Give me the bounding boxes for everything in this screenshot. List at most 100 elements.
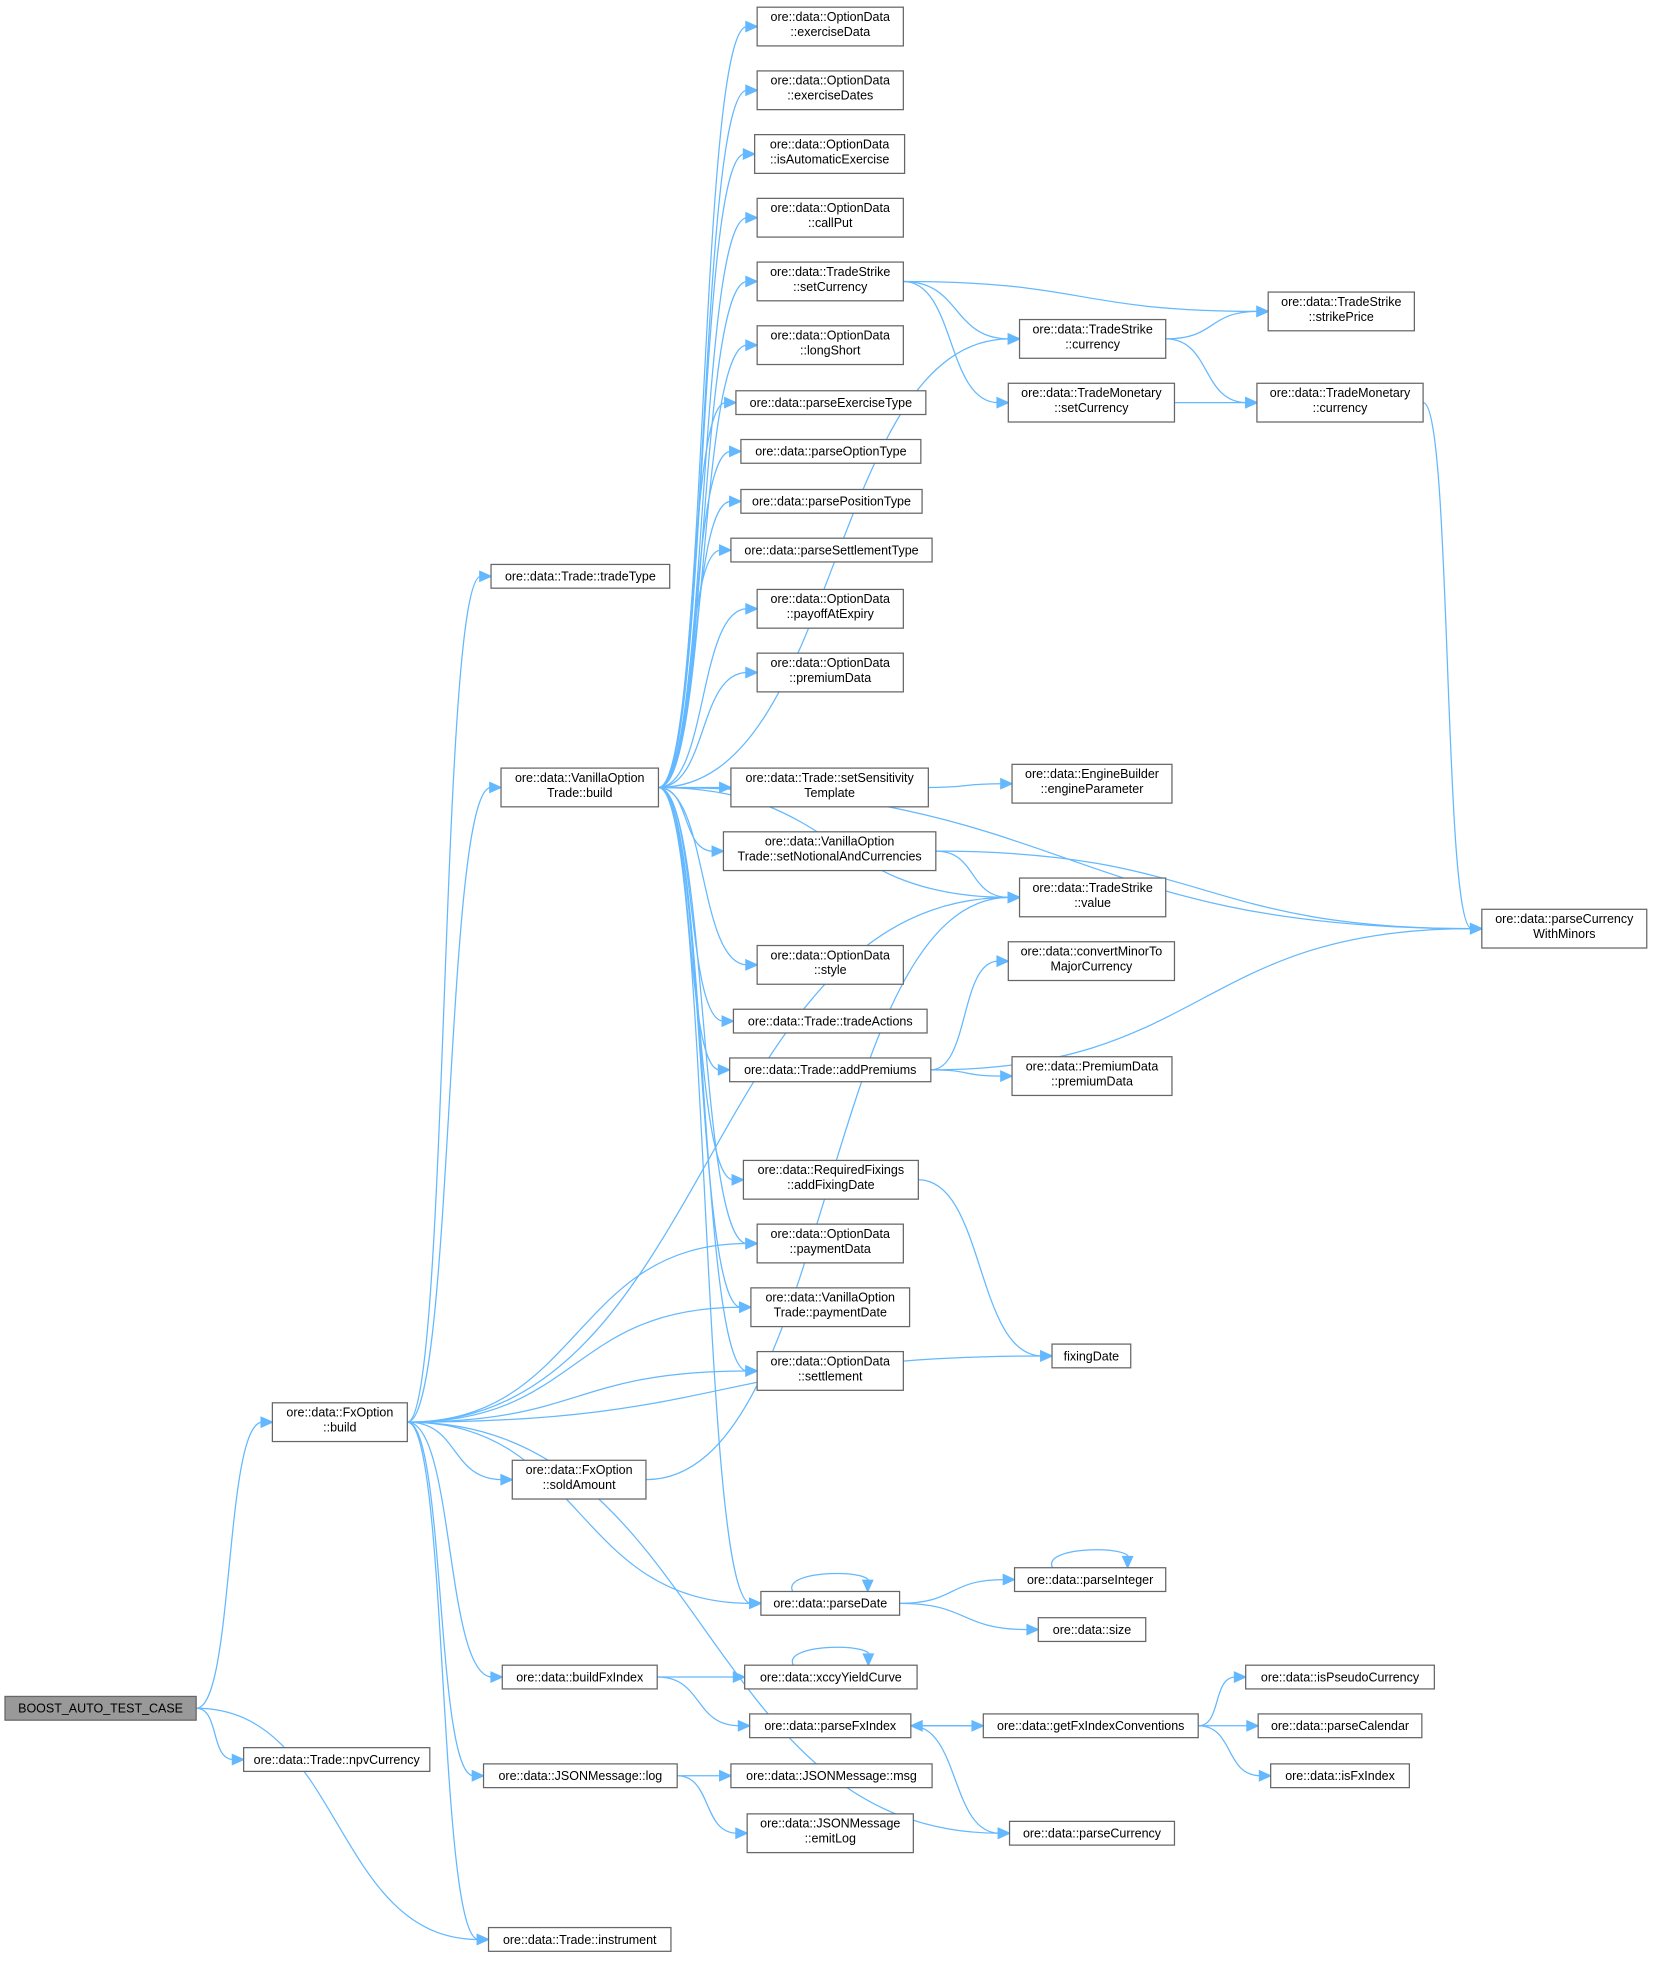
node-paymentDate[interactable]: ore::data::VanillaOptionTrade::paymentDa… (750, 1287, 911, 1328)
node-box (1037, 1617, 1147, 1643)
node-root[interactable]: BOOST_AUTO_TEST_CASE (4, 1695, 197, 1721)
node-parseSettlementType[interactable]: ore::data::parseSettlementType (730, 537, 933, 563)
node-jsonMsg[interactable]: ore::data::JSONMessage::msg (730, 1763, 933, 1789)
arrowhead-icon (479, 570, 493, 583)
arrowhead-icon (1007, 332, 1022, 345)
node-callPut[interactable]: ore::data::OptionData::callPut (756, 197, 904, 238)
node-box (750, 1287, 911, 1328)
node-label: ore::data::Trade::tradeType (505, 570, 656, 584)
call-edge (658, 25, 748, 789)
node-parseFxIndex[interactable]: ore::data::parseFxIndex (749, 1713, 912, 1739)
node-tsSetCurrency[interactable]: ore::data::TradeStrike::setCurrency (756, 261, 904, 302)
call-edge (658, 217, 748, 789)
node-label: ::premiumData (789, 671, 871, 685)
call-edge (407, 1421, 474, 1777)
node-exerciseData[interactable]: ore::data::OptionData::exerciseData (756, 6, 904, 47)
node-box (243, 1747, 431, 1773)
node-tmSetCurrency[interactable]: ore::data::TradeMonetary::setCurrency (1007, 382, 1176, 423)
node-settlement[interactable]: ore::data::OptionData::settlement (756, 1350, 904, 1391)
node-label: ::addFixingDate (787, 1178, 874, 1192)
call-edge (791, 1646, 870, 1666)
node-emitLog[interactable]: ore::data::JSONMessage::emitLog (746, 1813, 914, 1854)
node-box (482, 1763, 678, 1789)
call-edge (658, 450, 732, 789)
node-style[interactable]: ore::data::OptionData::style (756, 944, 904, 985)
node-label: ore::data::OptionData (771, 10, 890, 24)
node-buildFxIndex[interactable]: ore::data::buildFxIndex (501, 1664, 658, 1690)
node-box (1007, 941, 1176, 982)
node-label: ore::data::VanillaOption (515, 771, 645, 785)
node-npvCurrency[interactable]: ore::data::Trade::npvCurrency (243, 1747, 431, 1773)
node-tsValue[interactable]: ore::data::TradeStrike::value (1018, 877, 1167, 918)
call-edge (196, 1707, 234, 1761)
node-box (756, 588, 904, 629)
arrowhead-icon (500, 1473, 514, 1486)
node-engineParameter[interactable]: ore::data::EngineBuilder::engineParamete… (1011, 763, 1173, 804)
arrowhead-icon (471, 1769, 486, 1782)
node-tmCurrency[interactable]: ore::data::TradeMonetary::currency (1256, 382, 1424, 423)
node-tsCurrency[interactable]: ore::data::TradeStrike::currency (1018, 318, 1167, 359)
call-edge (658, 786, 752, 1604)
node-longShort[interactable]: ore::data::OptionData::longShort (756, 325, 904, 366)
node-setNotional[interactable]: ore::data::VanillaOptionTrade::setNotion… (722, 831, 937, 872)
node-parseDate[interactable]: ore::data::parseDate (760, 1590, 901, 1616)
node-label: ore::data::Trade::addPremiums (744, 1063, 916, 1077)
node-label: ::longShort (800, 344, 861, 358)
node-label: ::isAutomaticExercise (770, 152, 889, 166)
node-label: ::paymentData (790, 1242, 871, 1256)
node-label: ore::data::parsePositionType (752, 495, 911, 509)
node-box (511, 1459, 647, 1500)
node-pdPremiumData[interactable]: ore::data::PremiumData::premiumData (1011, 1056, 1173, 1097)
node-exerciseDates[interactable]: ore::data::OptionData::exerciseDates (756, 70, 904, 111)
arrowhead-icon (721, 1015, 735, 1028)
node-box (1481, 908, 1648, 949)
node-tradeActions[interactable]: ore::data::Trade::tradeActions (732, 1008, 928, 1034)
node-box (1245, 1664, 1435, 1690)
node-parseCurrency[interactable]: ore::data::parseCurrency (1008, 1820, 1176, 1846)
node-label: ::currency (1313, 401, 1369, 415)
node-paymentData[interactable]: ore::data::OptionData::paymentData (756, 1223, 904, 1264)
node-fxBuild[interactable]: ore::data::FxOption::build (271, 1402, 408, 1443)
node-odPremiumData[interactable]: ore::data::OptionData::premiumData (756, 652, 904, 693)
node-addFixingDate[interactable]: ore::data::RequiredFixings::addFixingDat… (742, 1159, 919, 1200)
node-isAutomaticExercise[interactable]: ore::data::OptionData::isAutomaticExerci… (754, 134, 906, 174)
node-label: ::emitLog (805, 1832, 856, 1846)
node-parseCalendar[interactable]: ore::data::parseCalendar (1257, 1713, 1423, 1739)
node-parseExerciseType[interactable]: ore::data::parseExerciseType (735, 390, 927, 416)
node-isFxIndex[interactable]: ore::data::isFxIndex (1270, 1763, 1410, 1789)
node-parseInteger[interactable]: ore::data::parseInteger (1013, 1567, 1167, 1593)
node-tradeType[interactable]: ore::data::Trade::tradeType (490, 563, 671, 589)
node-size[interactable]: ore::data::size (1037, 1617, 1147, 1643)
node-addPremiums[interactable]: ore::data::Trade::addPremiums (729, 1057, 932, 1083)
node-parsePositionType[interactable]: ore::data::parsePositionType (740, 488, 923, 514)
node-parseOptionType[interactable]: ore::data::parseOptionType (740, 438, 922, 464)
call-edge (658, 786, 748, 1245)
arrowhead-icon (1256, 305, 1270, 318)
node-payoffAtExpiry[interactable]: ore::data::OptionData::payoffAtExpiry (756, 588, 904, 629)
node-jsonLog[interactable]: ore::data::JSONMessage::log (482, 1763, 678, 1789)
arrowhead-icon (909, 1719, 923, 1732)
node-soldAmount[interactable]: ore::data::FxOption::soldAmount (511, 1459, 647, 1500)
arrowhead-icon (231, 1753, 246, 1766)
arrowhead-icon (1007, 891, 1022, 904)
node-instrument[interactable]: ore::data::Trade::instrument (487, 1926, 672, 1952)
node-isPseudoCurrency[interactable]: ore::data::isPseudoCurrency (1245, 1664, 1435, 1690)
node-box (1011, 763, 1173, 804)
node-box (756, 261, 904, 302)
node-xccyYieldCurve[interactable]: ore::data::xccyYieldCurve (744, 1664, 918, 1690)
arrowhead-icon (1469, 922, 1484, 935)
node-strikePrice[interactable]: ore::data::TradeStrike::strikePrice (1267, 291, 1415, 332)
call-edge (658, 338, 1010, 789)
node-fixingDate[interactable]: fixingDate (1051, 1343, 1132, 1369)
arrowhead-icon (739, 1301, 753, 1314)
call-edge (658, 608, 748, 789)
node-getFxIndexConventions[interactable]: ore::data::getFxIndexConventions (982, 1713, 1199, 1739)
call-edge (658, 786, 714, 852)
node-box (1257, 1713, 1423, 1739)
call-edge (1198, 1676, 1236, 1727)
node-box (1018, 318, 1167, 359)
